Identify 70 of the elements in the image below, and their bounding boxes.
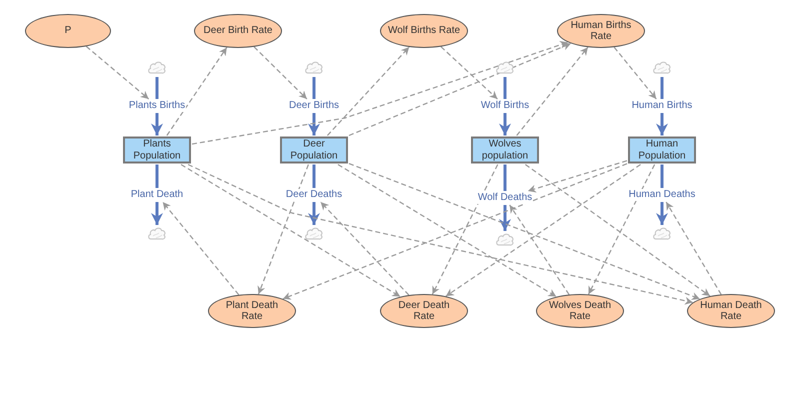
dashed-arrow — [254, 46, 308, 100]
cloud-icon — [495, 232, 515, 248]
dashed-arrow — [440, 46, 498, 100]
flow-pipe — [308, 113, 320, 136]
node-text: Wolves Death Rate — [548, 300, 612, 322]
flow-pipe — [499, 113, 511, 136]
dashed-arrow — [320, 202, 410, 296]
node-text: Deer Death Rate — [397, 300, 451, 322]
dashed-arrow — [528, 160, 628, 192]
flow-label: Wolf Deaths — [476, 192, 534, 204]
flow-label: Deer Deaths — [284, 189, 344, 201]
flow-pipe — [151, 202, 163, 225]
cloud-icon — [304, 60, 324, 76]
node-text: P — [64, 25, 72, 37]
node-text: Deer Population — [289, 138, 339, 162]
dashed-arrow — [180, 164, 401, 298]
stock-box — [628, 136, 696, 164]
flow-pipe — [312, 77, 316, 99]
dashed-arrow — [445, 164, 641, 297]
cloud-icon — [147, 226, 167, 242]
dashed-arrow — [192, 41, 568, 145]
flow-pipe — [504, 77, 506, 99]
dashed-arrow — [348, 42, 572, 136]
flow-pipe — [312, 164, 316, 188]
dashed-arrow — [326, 46, 410, 136]
cloud-icon — [652, 60, 672, 76]
dashed-arrow — [162, 202, 240, 296]
dashed-arrow — [614, 46, 657, 100]
flow-pipe — [156, 164, 158, 188]
node-text: Deer Birth Rate — [204, 25, 272, 37]
variable-ellipse — [687, 294, 775, 328]
cloud-icon — [147, 60, 167, 76]
stock-box — [280, 136, 348, 164]
dashed-arrow — [666, 202, 722, 295]
dashed-arrow — [282, 163, 628, 300]
dashed-arrow — [525, 164, 710, 297]
flow-pipe — [308, 202, 320, 225]
node-text: Human Births Rate — [570, 20, 632, 42]
dashed-arrow — [258, 164, 309, 294]
flow-pipe — [656, 202, 668, 225]
flow-label: Plants Births — [128, 100, 186, 112]
variable-ellipse — [557, 14, 645, 48]
stock-box — [471, 136, 539, 164]
flow-pipe — [499, 205, 511, 231]
dashed-arrow — [516, 46, 588, 136]
dashed-arrow — [588, 164, 656, 295]
dashed-arrow — [166, 47, 228, 136]
cloud-icon — [495, 60, 515, 76]
node-text: Plant Death Rate — [224, 300, 280, 322]
flow-pipe — [151, 113, 163, 136]
flow-pipe — [656, 113, 668, 136]
dashed-arrow — [338, 164, 557, 298]
cloud-icon — [304, 226, 324, 242]
flow-pipe — [504, 164, 506, 191]
node-text: Human Population — [637, 138, 687, 162]
dashed-arrow — [432, 164, 498, 295]
flow-pipe — [660, 164, 664, 188]
dashed-arrow — [188, 164, 694, 305]
node-text: Plants Population — [132, 138, 182, 162]
stock-box — [123, 136, 191, 164]
dashed-arrow — [509, 204, 570, 295]
dashed-arrow — [348, 162, 700, 300]
flow-label: Human Deaths — [628, 189, 696, 201]
node-text: Human Death Rate — [699, 300, 763, 322]
flow-pipe — [660, 77, 664, 99]
dashed-arrow — [86, 46, 150, 100]
cloud-icon — [652, 226, 672, 242]
node-text: Wolf Births Rate — [388, 25, 460, 37]
node-text: Wolves population — [480, 138, 530, 162]
flow-pipe — [156, 77, 158, 99]
